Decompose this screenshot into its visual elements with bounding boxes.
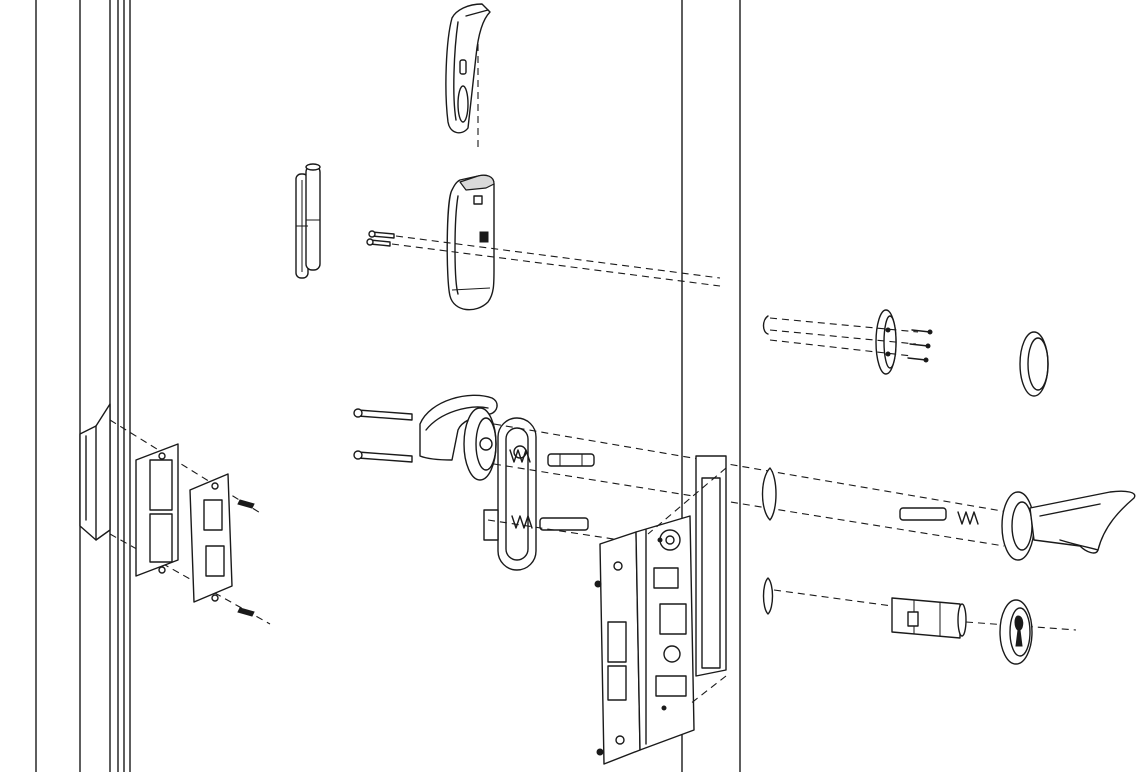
strike-plate <box>135 443 233 603</box>
inner-escutcheon-plate <box>483 417 537 571</box>
card-reader-cover <box>445 3 491 152</box>
outer-lever-handle <box>1029 490 1136 554</box>
mounting-screws <box>594 580 604 756</box>
mounting-screws <box>366 230 395 247</box>
mounting-screws <box>353 408 413 463</box>
spindle <box>761 467 777 615</box>
inner-lever-handle <box>419 394 498 481</box>
battery-cover-ring <box>1019 331 1049 397</box>
euro-cylinder <box>891 597 967 639</box>
mortise-lock-body <box>635 515 695 751</box>
spindle <box>509 449 979 531</box>
hinge <box>295 163 321 279</box>
card-reader-body <box>446 174 495 311</box>
door-leaf <box>647 455 727 705</box>
mortise-faceplate <box>599 531 641 765</box>
mounting-screws <box>237 499 255 617</box>
cylinder-escutcheon <box>999 599 1033 665</box>
door-frame <box>35 0 131 772</box>
outer-rose <box>1001 491 1035 561</box>
mounting-plate <box>762 309 933 375</box>
